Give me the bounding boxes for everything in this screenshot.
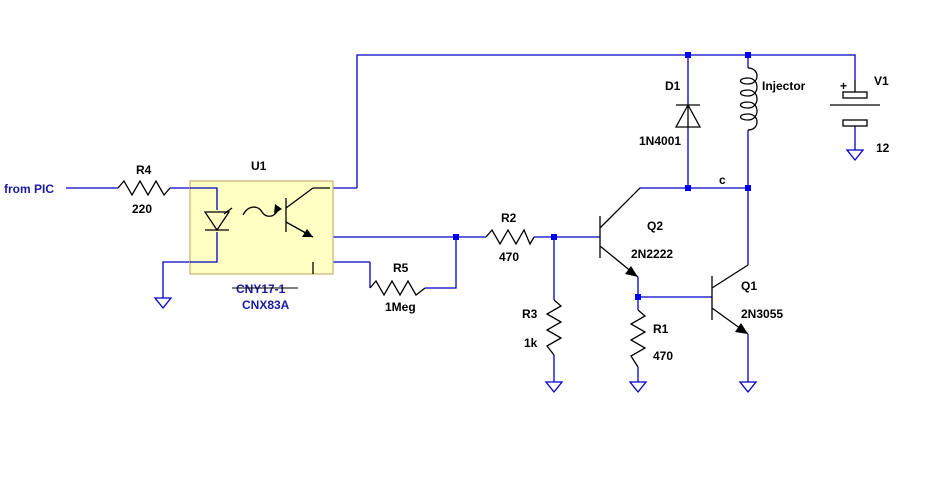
battery-v1: + V1 12 [830,74,890,155]
ground-symbols [153,149,865,394]
v1-ref: V1 [874,74,889,88]
ground-icon [153,297,173,310]
input-label: from PIC [4,182,54,196]
ground-icon [544,381,564,394]
ground-icon [845,149,865,162]
r2-ref: R2 [501,211,517,225]
q1-part: 2N3055 [741,307,783,321]
u1-part: CNX83A [242,298,290,312]
r3-ref: R3 [522,307,538,321]
r3-value: 1k [524,336,538,350]
resistor-r3: R3 1k [522,299,563,356]
optocoupler-u1: U1 CNY17-1 CNX83A [189,159,334,312]
resistor-r1: R1 470 [629,309,673,368]
wires [66,54,856,382]
ground-icon [628,381,648,394]
q2-part: 2N2222 [631,247,673,261]
v1-value: 12 [876,141,890,155]
u1-ref: U1 [251,159,267,173]
r5-value: 1Meg [385,300,416,314]
r1-ref: R1 [653,322,669,336]
injector-label: Injector [762,79,806,93]
r1-value: 470 [653,349,673,363]
ground-icon [738,381,758,394]
node-c-label: c [719,173,726,187]
u1-part-struck: CNY17-1 [236,282,286,296]
resistor-r5: R5 1Meg [369,261,426,314]
transistor-q2: Q2 2N2222 [599,187,673,278]
r4-ref: R4 [136,163,152,177]
q2-ref: Q2 [647,219,663,233]
resistor-r4: R4 220 [117,163,171,216]
resistor-r2: R2 470 [485,211,535,264]
injector-coil: Injector [739,67,806,131]
r4-value: 220 [132,202,152,216]
q1-ref: Q1 [741,279,757,293]
r5-ref: R5 [393,261,409,275]
d1-part: 1N4001 [639,134,681,148]
v1-polarity: + [840,79,847,93]
junction-dots [453,52,751,300]
diode-d1: D1 1N4001 [639,79,702,148]
d1-ref: D1 [665,79,681,93]
r2-value: 470 [499,250,519,264]
optocoupler-body [189,180,334,275]
transistor-q1: Q1 2N3055 [711,264,783,335]
